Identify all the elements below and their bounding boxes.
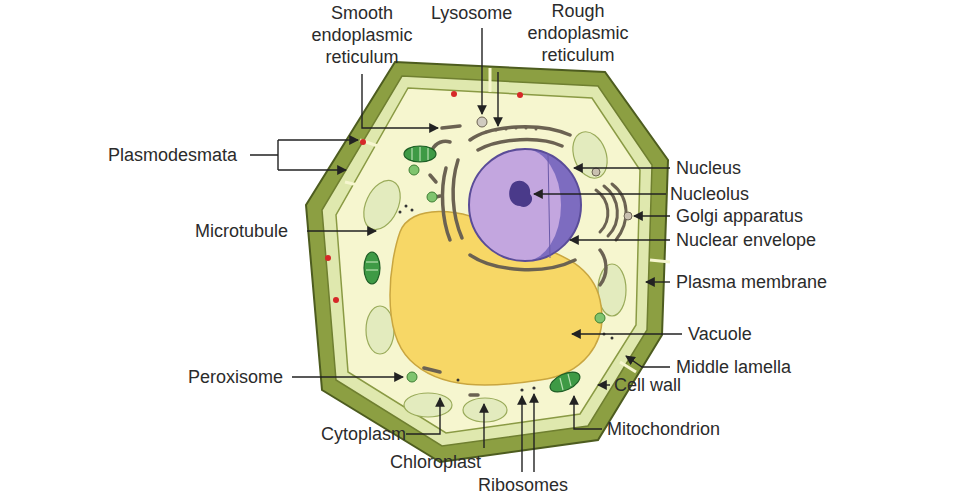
part-label: Nucleolus [670, 183, 749, 205]
part-label: Smooth endoplasmic reticulum [297, 2, 427, 68]
part-label: Vacuole [688, 323, 752, 345]
part-label: Microtubule [195, 220, 288, 242]
part-label: Lysosome [431, 2, 512, 24]
part-label: Plasmodesmata [108, 144, 237, 166]
part-label: Rough endoplasmic reticulum [513, 0, 643, 66]
part-label: Mitochondrion [607, 418, 720, 440]
part-label: Chloroplast [390, 451, 481, 473]
part-label: Plasma membrane [676, 271, 827, 293]
part-label: Golgi apparatus [676, 205, 803, 227]
part-label: Cytoplasm [321, 423, 406, 445]
part-label: Ribosomes [478, 474, 568, 496]
part-label: Cell wall [614, 374, 681, 396]
part-label: Peroxisome [188, 366, 283, 388]
part-label: Nuclear envelope [676, 229, 816, 251]
part-label: Nucleus [676, 157, 741, 179]
part-label: Middle lamella [676, 356, 791, 378]
